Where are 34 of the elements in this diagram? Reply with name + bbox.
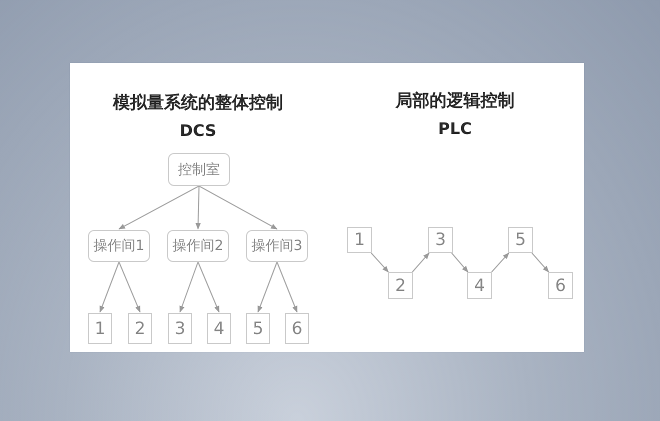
arrow bbox=[198, 186, 278, 230]
number-box: 2 bbox=[388, 272, 413, 299]
number-box: 4 bbox=[207, 313, 231, 344]
panel-subtitle: DCS bbox=[180, 121, 216, 140]
arrow bbox=[370, 252, 389, 272]
station-box: 操作间3 bbox=[246, 230, 308, 262]
arrow bbox=[451, 252, 468, 272]
station-box: 操作间1 bbox=[88, 230, 150, 262]
arrow bbox=[532, 252, 550, 272]
arrow bbox=[276, 262, 298, 313]
number-box: 5 bbox=[508, 227, 533, 253]
arrow bbox=[198, 262, 220, 313]
arrow bbox=[118, 262, 140, 313]
panel-subtitle: PLC bbox=[438, 119, 472, 138]
number-box: 2 bbox=[128, 313, 152, 344]
arrow bbox=[179, 262, 199, 313]
arrow bbox=[196, 186, 201, 230]
station-box: 操作间2 bbox=[167, 230, 229, 262]
number-box: 4 bbox=[467, 272, 492, 299]
station-box: 控制室 bbox=[168, 153, 230, 186]
number-box: 1 bbox=[88, 313, 112, 344]
panel-title: 局部的逻辑控制 bbox=[396, 90, 514, 112]
number-box: 3 bbox=[168, 313, 192, 344]
number-box: 1 bbox=[347, 227, 372, 253]
number-box: 5 bbox=[246, 313, 270, 344]
arrow bbox=[257, 262, 278, 313]
arrow bbox=[118, 186, 200, 230]
arrow bbox=[99, 262, 120, 313]
panel-title: 模拟量系统的整体控制 bbox=[113, 92, 283, 114]
number-box: 3 bbox=[428, 227, 453, 253]
number-box: 6 bbox=[548, 272, 573, 299]
number-box: 6 bbox=[285, 313, 309, 344]
arrow bbox=[412, 252, 430, 272]
arrow bbox=[491, 252, 510, 272]
